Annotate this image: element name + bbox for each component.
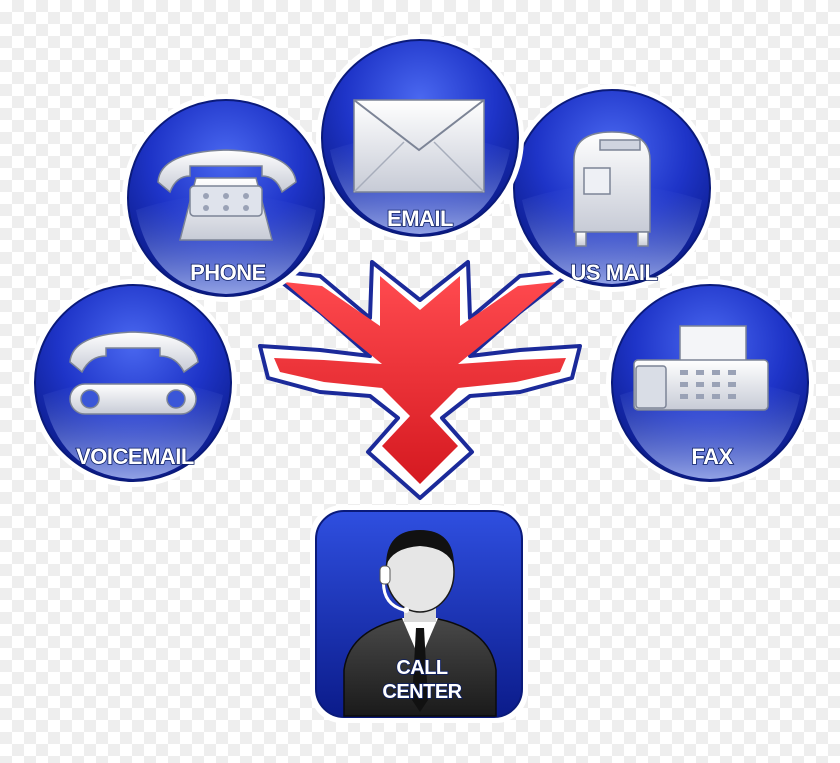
channel-label: EMAIL — [387, 206, 453, 231]
converging-arrow — [258, 260, 582, 500]
telephone-icon — [157, 149, 297, 241]
call-center-tile: CALL CENTER — [310, 505, 528, 723]
channel-label: FAX — [691, 444, 733, 469]
call-center-label-line2: CENTER — [382, 681, 462, 703]
channel-email: EMAIL — [316, 34, 524, 242]
bubble-sheen — [136, 195, 316, 294]
channel-label: PHONE — [190, 260, 266, 285]
call-center-agent-icon — [343, 530, 497, 717]
channel-voicemail: VOICEMAIL — [29, 279, 237, 487]
envelope-icon — [353, 99, 485, 193]
arrow-fill — [274, 276, 566, 484]
channel-label: US MAIL — [571, 260, 658, 285]
channel-label: VOICEMAIL — [76, 444, 194, 469]
channel-us-mail: US MAIL — [508, 84, 716, 292]
mailbox-icon — [573, 131, 651, 247]
fax-machine-icon — [633, 325, 769, 411]
voicemail-icon — [69, 331, 199, 415]
channel-phone: PHONE — [122, 94, 330, 302]
bubble-sheen — [522, 185, 702, 284]
channel-fax: FAX — [606, 279, 814, 487]
call-center-label-line1: CALL — [396, 657, 448, 679]
